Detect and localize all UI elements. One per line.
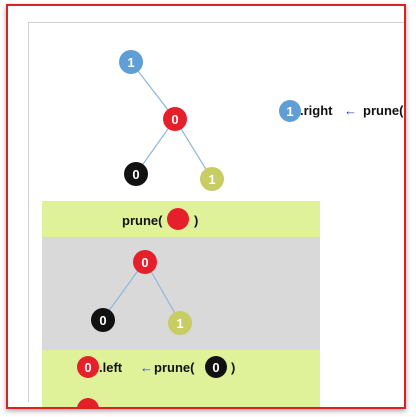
top-guide-line [28,22,404,23]
left-guide-line [28,22,29,402]
sub-root-node: 0 [133,250,157,274]
diagram-frame: 1 0 0 1 1 .right ← prune( prune( ) 0 0 1… [6,4,406,409]
prune-header-call: prune( [122,213,163,228]
right-expr-call: prune( [363,103,404,118]
bottom-expr-arrow: ← [140,360,153,375]
sub-left-leaf-node: 0 [91,308,115,332]
right-expr-node: 1 [279,100,301,122]
bottom-expr-arg-node: 0 [205,356,227,378]
top-right-leaf-node: 1 [200,167,224,191]
bottom-expr-close: ) [231,360,236,375]
bottom-expr-node: 0 [77,356,99,378]
subtree-edges [102,260,181,323]
right-expr-text: .right [300,103,333,118]
top-root-node: 1 [119,50,143,74]
next-row-node-partial [77,398,99,407]
top-left-leaf-node: 0 [124,162,148,186]
bottom-expr-call: prune( [154,360,195,375]
prune-header-node [167,208,189,230]
bottom-expr-text: .left [99,360,123,375]
sub-right-leaf-node: 1 [168,311,192,335]
prune-header-close: ) [194,213,199,228]
top-middle-node: 0 [163,107,187,131]
right-expr-arrow: ← [344,103,357,118]
